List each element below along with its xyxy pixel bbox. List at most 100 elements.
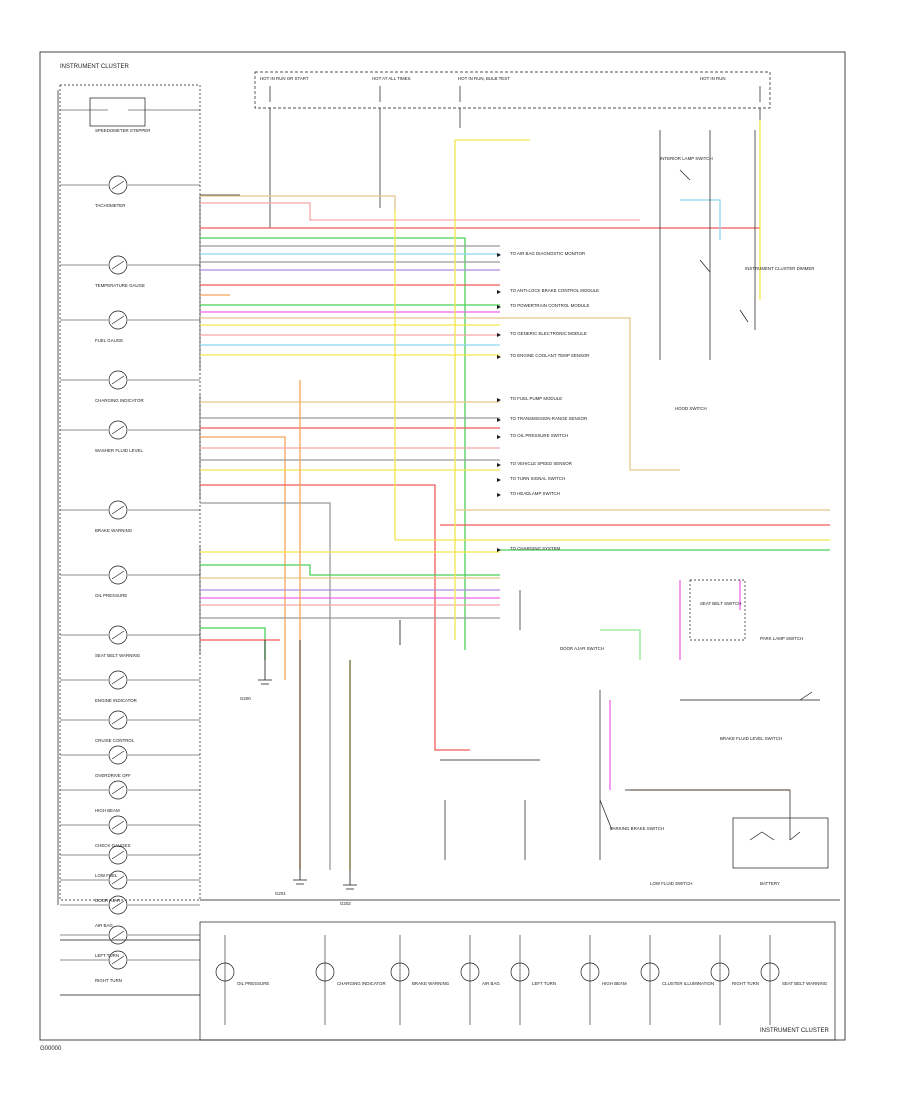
gauge-column: SPEEDOMETER STEPPER TACHOMETER TEMPERATURE… [60,97,200,983]
component-label-8: LOW FLUID SWITCH [650,881,692,886]
bottom-lamp-label-5: HIGH BEAM [602,981,627,986]
gauge-7: OIL PRESSURE [60,565,200,598]
bottom-lamp-label-3: AIR BAG [482,981,500,986]
right-label-8: TO VEHICLE SPEED SENSOR [510,461,572,466]
gauge-label-13: CHECK GAUGES [95,843,130,848]
gauge-4: CHARGING INDICATOR [60,370,200,403]
grounds [258,620,401,890]
gauge-18: RIGHT TURN [60,950,200,983]
gauge-label-7: OIL PRESSURE [95,593,127,598]
fuse-label-4: HOT IN RUN [700,76,726,81]
right-label-4: TO ENGINE COOLANT TEMP SENSOR [510,353,589,358]
right-label-2: TO POWERTRAIN CONTROL MODULE [510,303,590,308]
wire-31 [200,564,500,576]
bottom-lamp-frame [60,921,836,1041]
ground-label-2: G201 [275,891,286,896]
component-label-3: SEAT BELT SWITCH [700,601,741,606]
component-label-7: PARKING BRAKE SWITCH [610,826,664,831]
footer-right: INSTRUMENT CLUSTER [760,1028,830,1034]
gauge-label-10: CRUISE CONTROL [95,738,135,743]
gauge-label-2: TEMPERATURE GAUGE [95,283,145,288]
gauge-2: TEMPERATURE GAUGE [60,255,200,288]
gauge-0: SPEEDOMETER STEPPER [60,97,200,133]
bottom-lamp-label-1: CHARGING INDICATOR [337,981,386,986]
wire-45 [609,580,681,790]
wire-3 [200,237,466,650]
right-label-7: TO OIL PRESSURE SWITCH [510,433,568,438]
bottom-lamps: OIL PRESSURE CHARGING INDICATOR BRAKE WARN… [215,935,828,1025]
gauge-13: CHECK GAUGES [60,815,200,848]
gauge-label-11: OVERDRIVE OFF [95,773,131,778]
header-left: INSTRUMENT CLUSTER [60,64,130,70]
bottom-lamp-label-6: CLUSTER ILLUMINATION [662,981,714,986]
right-component-labels: INTERIOR LAMP SWITCH INSTRUMENT CLUSTER D… [560,156,814,886]
wire-12 [200,317,680,471]
component-label-0: INTERIOR LAMP SWITCH [660,156,713,161]
component-label-4: PARK LAMP SWITCH [760,636,803,641]
cluster-outline [57,84,840,905]
gauge-label-4: CHARGING INDICATOR [95,398,144,403]
bottom-lamp-label-4: LEFT TURN [532,981,556,986]
bottom-lamp-label-7: RIGHT TURN [732,981,759,986]
component-label-2: HOOD SWITCH [675,406,707,411]
bottom-lamp-5: HIGH BEAM [580,935,627,1025]
wire-0 [200,195,396,210]
footer-code: G00000 [40,1046,62,1052]
wire-37 [200,627,266,660]
component-label-1: INSTRUMENT CLUSTER DIMMER [745,266,814,271]
diagram-frame [39,51,846,1041]
gauge-17: LEFT TURN [60,925,200,958]
wire-44 [600,629,641,660]
bottom-lamp-7: RIGHT TURN [710,935,759,1025]
right-label-11: TO CHARGING SYSTEM [510,546,561,551]
fuse-label-1: HOT IN RUN OR START [260,76,309,81]
bottom-lamp-label-0: OIL PRESSURE [237,981,269,986]
wire-40 [454,139,530,640]
gauge-1: TACHOMETER [60,175,200,208]
gauge-16: AIR BAG [60,895,200,928]
component-label-9: BATTERY [760,881,780,886]
fuse-label-2: HOT AT ALL TIMES [372,76,411,81]
bottom-lamp-2: BRAKE WARNING [390,935,450,1025]
bottom-lamp-6: CLUSTER ILLUMINATION [640,935,714,1025]
gauge-label-3: FUEL GAUGE [95,338,123,343]
gauge-label-6: BRAKE WARNING [95,528,133,533]
gauge-label-17: LEFT TURN [95,953,119,958]
wire-harness [200,120,830,870]
bottom-lamp-label-2: BRAKE WARNING [412,981,450,986]
ground-label-3: G202 [340,901,351,906]
right-labels: TO AIR BAG DIAGNOSTIC MONITOR TO ANTI-LOC… [497,251,599,552]
right-label-1: TO ANTI-LOCK BRAKE CONTROL MODULE [510,288,599,293]
bottom-lamp-1: CHARGING INDICATOR [315,935,386,1025]
right-label-3: TO GENERIC ELECTRONIC MODULE [510,331,587,336]
gauge-label-18: RIGHT TURN [95,978,122,983]
gauge-5: WASHER FLUID LEVEL [60,420,200,453]
gauge-label-14: LOW FUEL [95,873,118,878]
gauge-label-9: ENGINE INDICATOR [95,698,137,703]
gauge-9: ENGINE INDICATOR [60,670,200,703]
right-label-5: TO FUEL PUMP MODULE [510,396,562,401]
gauge-label-1: TACHOMETER [95,203,125,208]
bottom-lamp-0: OIL PRESSURE [215,935,269,1025]
gauge-12: HIGH BEAM [60,780,200,813]
wire-43 [680,199,721,240]
bottom-lamp-label-8: SEAT BELT WARNING [782,981,828,986]
fuse-label-3: HOT IN RUN, BULB TEST [458,76,510,81]
gauge-15: DOOR AJAR [60,870,200,903]
gauge-label-0: SPEEDOMETER STEPPER [95,128,150,133]
component-label-5: DOOR AJAR SWITCH [560,646,604,651]
right-label-6: TO TRANSMISSION RANGE SENSOR [510,416,587,421]
right-components [440,130,829,869]
right-label-0: TO AIR BAG DIAGNOSTIC MONITOR [510,251,585,256]
gauge-3: FUEL GAUGE [60,310,200,343]
wire-20 [200,436,286,680]
bottom-lamp-4: LEFT TURN [510,935,556,1025]
bottom-lamp-3: AIR BAG [460,935,500,1025]
gauge-label-8: SEAT BELT WARNING [95,653,141,658]
bottom-lamp-8: SEAT BELT WARNING [760,935,828,1025]
right-label-10: TO HEADLAMP SWITCH [510,491,560,496]
wire-1 [200,202,640,221]
fuse-panel [254,71,771,228]
component-label-6: BRAKE FLUID LEVEL SWITCH [720,736,782,741]
